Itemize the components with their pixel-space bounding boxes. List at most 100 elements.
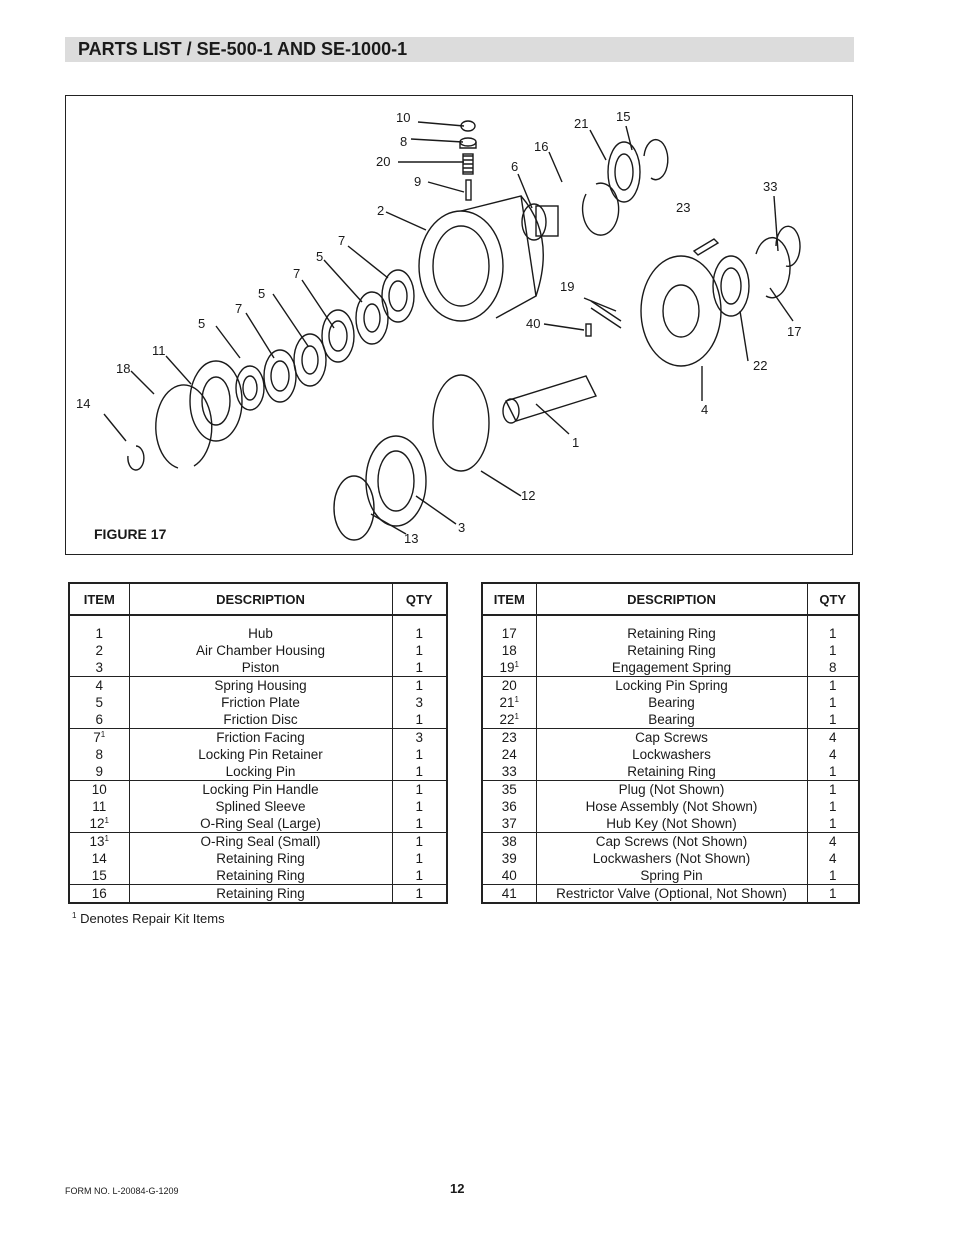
part-description: Retaining Ring [627,764,716,779]
callout-label: 23 [676,200,690,215]
item-number: 23 [483,729,536,746]
item-number: 38 [483,833,536,850]
part-description: Lockwashers (Not Shown) [592,851,751,866]
item-number: 16 [70,885,129,902]
item-number: 14 [70,850,129,867]
item-number: 10 [70,781,129,798]
part-qty: 1 [415,886,423,901]
part-description: Retaining Ring [216,868,305,883]
part-qty: 1 [415,643,423,658]
part-description: O-Ring Seal (Large) [200,816,321,831]
figure-label: FIGURE 17 [94,526,167,542]
part-description: Locking Pin Retainer [198,747,323,762]
callout-label: 7 [338,233,345,248]
callout-label: 40 [526,316,540,331]
callout-label: 20 [376,154,390,169]
item-number: 11 [70,798,129,815]
callout-label: 9 [414,174,421,189]
item-number-value: 24 [501,747,517,762]
item-number: 20 [483,677,536,694]
item-number-value: 13 [89,834,105,849]
part-qty: 1 [415,747,423,762]
item-cell: 35 36 37 [482,780,536,833]
callout-label: 5 [258,286,265,301]
header-qty: QTY [391,583,447,616]
item-number-value: 5 [95,695,103,710]
item-number-value: 22 [499,712,515,727]
item-number-value: 11 [92,799,107,814]
repair-kit-mark: 1 [100,730,106,739]
item-number: 17 [483,625,536,642]
item-number-value: 37 [501,816,517,831]
item-number: 40 [483,867,536,884]
callout-label: 8 [400,134,407,149]
part-description: Retaining Ring [627,626,716,641]
callout-label: 17 [787,324,801,339]
callout-label: 2 [377,203,384,218]
part-description: Air Chamber Housing [195,643,326,658]
item-number-value: 36 [501,799,517,814]
item-number: 39 [483,850,536,867]
item-number-value: 33 [501,764,517,779]
item-number: 2 [70,642,129,659]
item-number: 36 [483,798,536,815]
item-number: 9 [70,763,129,780]
callout-label: 7 [235,301,242,316]
callout-label: 15 [616,109,630,124]
part-qty: 1 [828,799,837,814]
part-qty: 4 [828,834,837,849]
item-number-value: 16 [91,886,107,901]
part-qty: 1 [415,868,423,883]
item-number: 37 [483,815,536,832]
part-qty: 3 [415,730,423,745]
callout-label: 14 [76,396,90,411]
item-number-value: 35 [501,782,517,797]
part-description: Engagement Spring [611,660,732,675]
part-description: Bearing [648,712,695,727]
item-number-value: 17 [501,626,517,641]
part-description: Hub Key (Not Shown) [606,816,737,831]
item-number-value: 9 [95,764,103,779]
item-number-value: 14 [91,851,107,866]
header-item: ITEM [69,583,129,616]
item-number: 131 [70,833,129,850]
page-number: 12 [450,1181,465,1196]
item-cell: 41 [482,884,536,904]
repair-kit-mark: 1 [104,834,109,843]
header-description: DESCRIPTION [128,583,392,616]
callout-labels: 10 8 20 9 6 16 21 15 2 33 23 7 5 7 5 19 … [76,109,801,546]
part-qty: 1 [828,678,837,693]
repair-kit-mark: 1 [104,816,109,825]
item-number: 6 [70,711,129,728]
header-description: DESCRIPTION [535,583,807,616]
part-qty: 4 [828,851,837,866]
item-number-value: 21 [499,695,515,710]
item-number-value: 4 [95,678,103,693]
part-description: Retaining Ring [216,886,305,901]
callout-label: 22 [753,358,767,373]
part-qty: 4 [828,747,837,762]
item-number: 18 [483,642,536,659]
part-qty: 1 [828,695,837,710]
description-cell: Retaining Ring [128,884,392,904]
item-number-value: 20 [501,678,517,693]
